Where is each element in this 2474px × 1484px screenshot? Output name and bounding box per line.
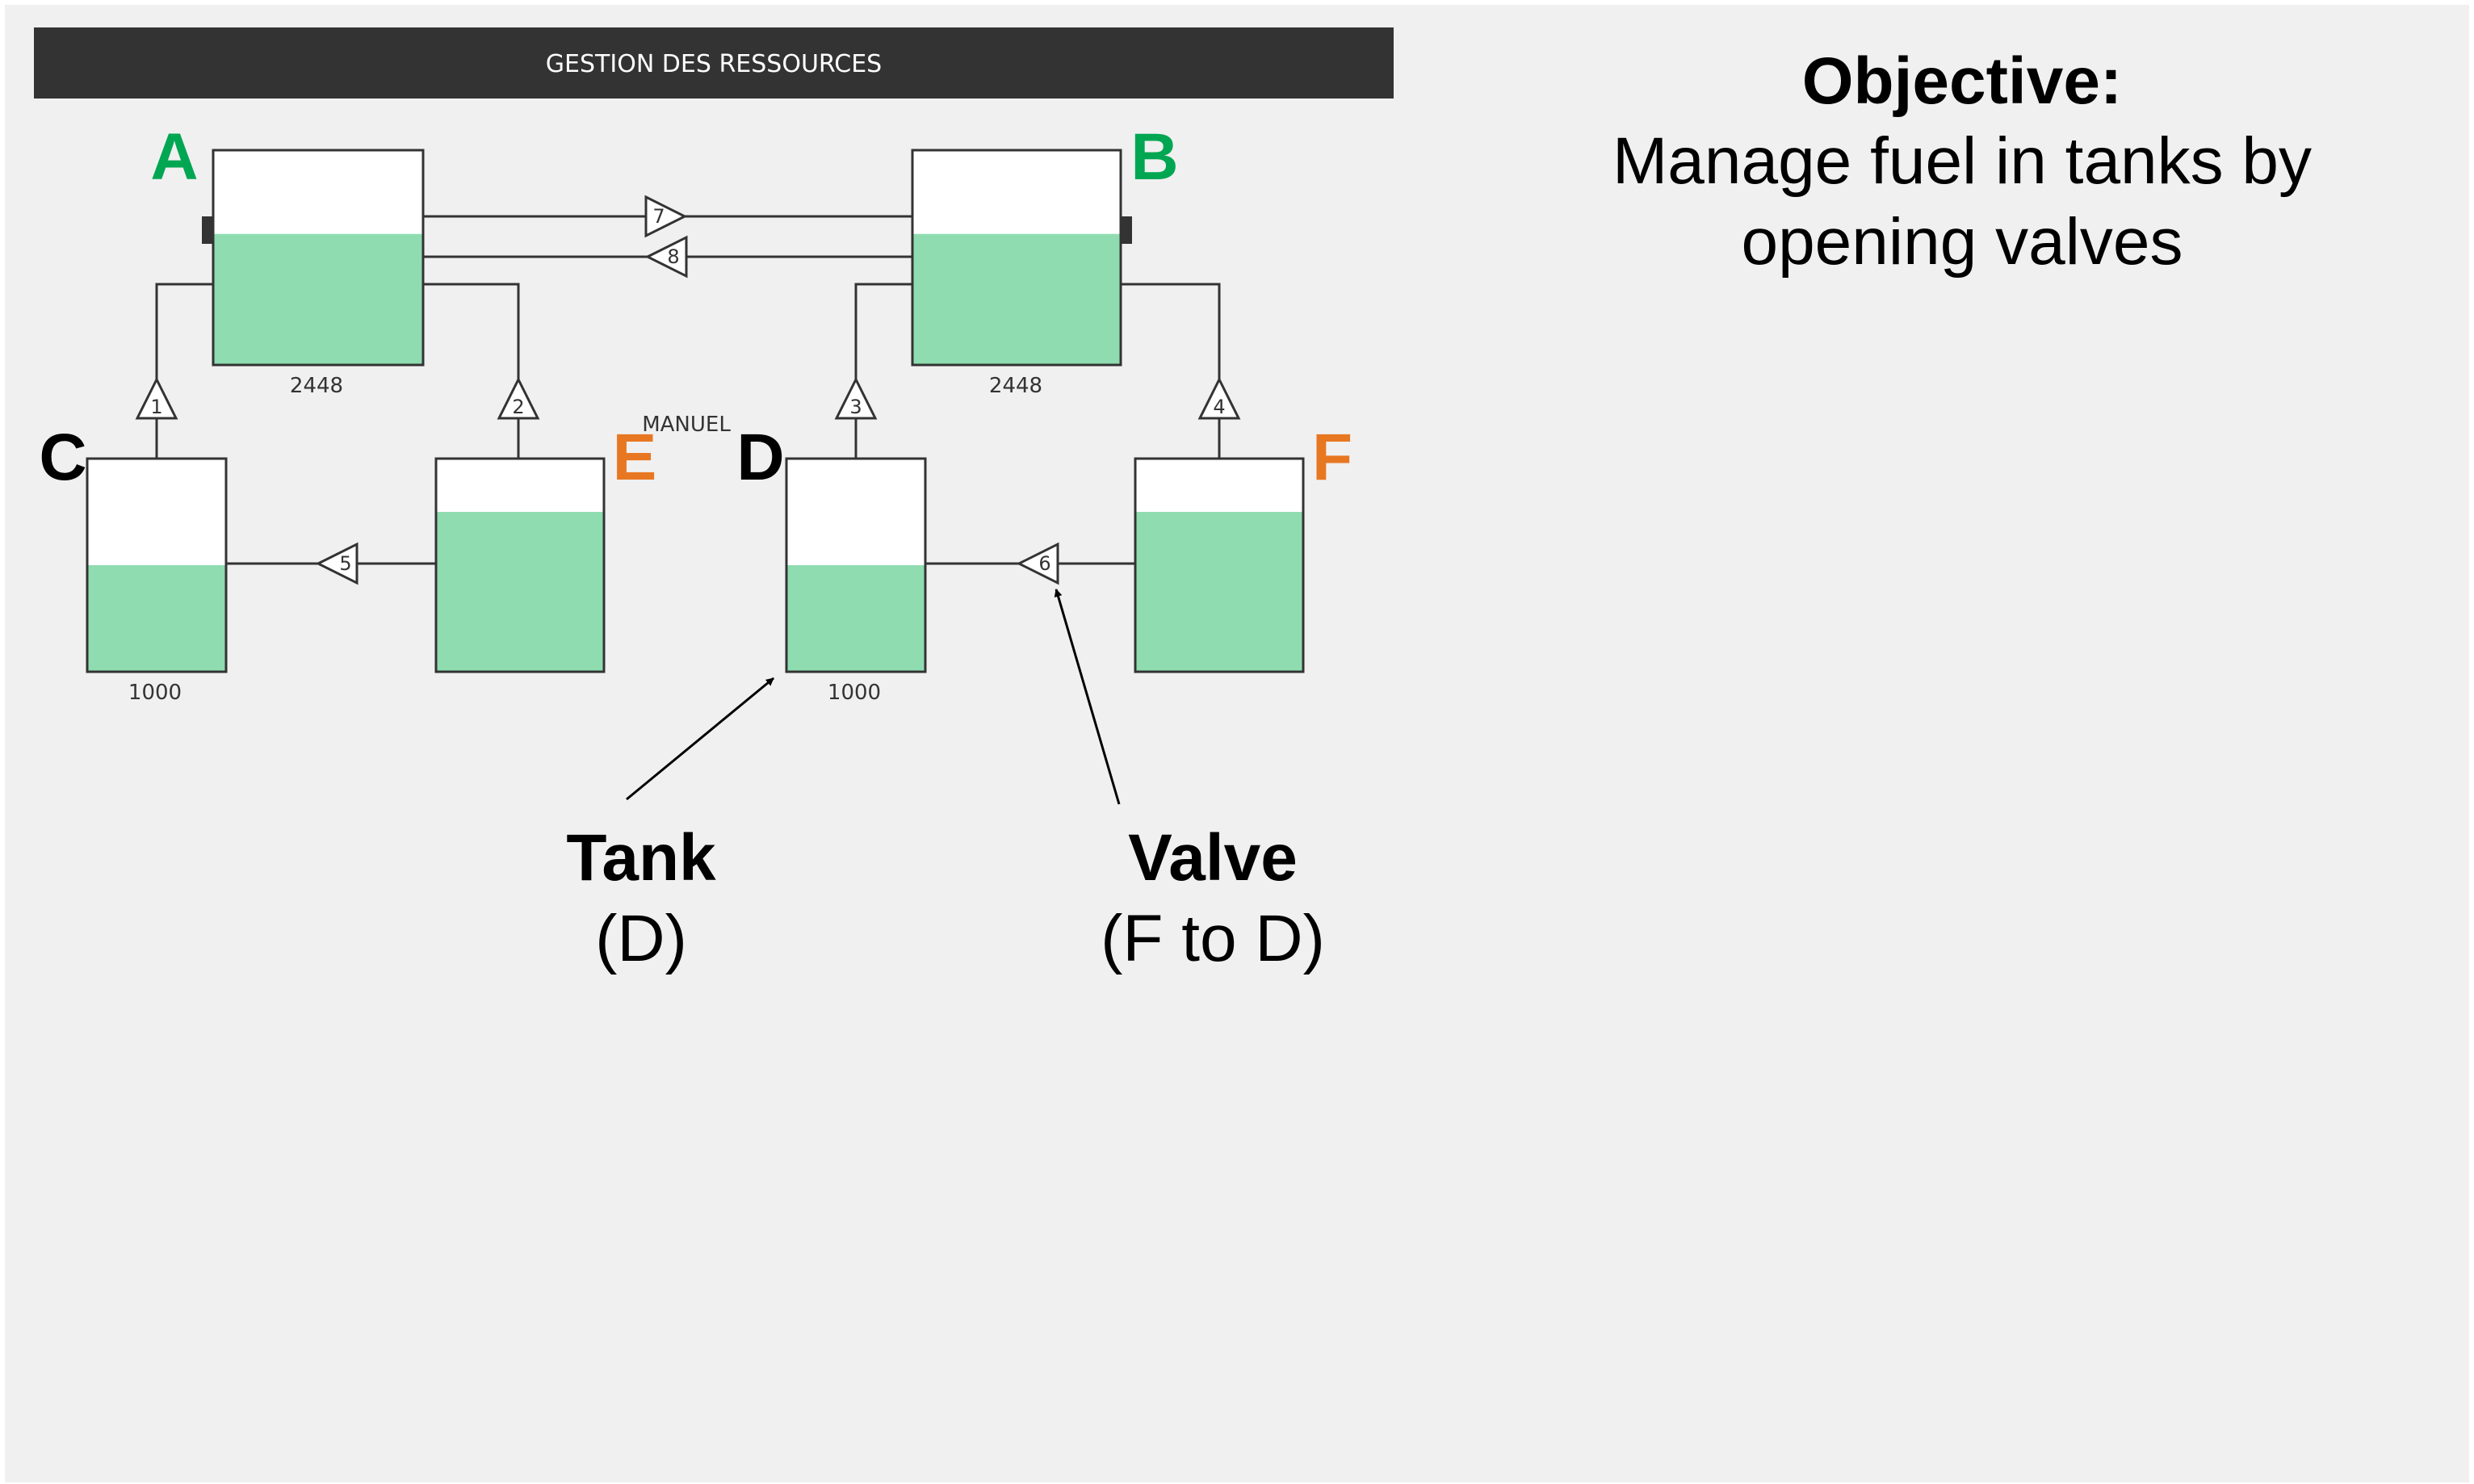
header-bar [34, 27, 1394, 99]
valve-6-triangle [1016, 542, 1059, 585]
tank-a[interactable] [212, 149, 425, 367]
tank-a-letter: A [150, 120, 198, 194]
tank-annotation-title: Tank [566, 821, 716, 895]
valve-1-triangle [135, 376, 178, 420]
tank-annotation-subtitle: (D) [595, 902, 687, 975]
tank-b-fuel [912, 233, 1121, 365]
valve-2-number: 2 [512, 396, 524, 418]
tank-c-fuel [87, 565, 226, 672]
objective-heading: Objective: [1801, 44, 2123, 118]
valve-7[interactable]: 7 [644, 195, 688, 238]
mode-label: MANUEL [642, 413, 731, 437]
tank-c-capacity: 1000 [128, 681, 182, 705]
valve-5-number: 5 [339, 552, 351, 575]
tank-annotation-arrow [626, 677, 774, 801]
valve-1[interactable]: 1 [135, 376, 178, 420]
tank-c-outline [86, 457, 228, 673]
tank-d[interactable] [785, 457, 927, 673]
tank-a-outline [212, 149, 425, 367]
tank-a-stub [202, 216, 213, 244]
tank-e-fuel [436, 512, 604, 672]
tank-f-letter: F [1312, 421, 1352, 494]
tank-d-outline [785, 457, 927, 673]
valve-4-triangle [1197, 376, 1241, 420]
objective-panel: Objective: Manage fuel in tanks by openi… [1478, 42, 2447, 283]
tank-d-letter: D [736, 421, 784, 494]
valve-3[interactable]: 3 [834, 376, 878, 420]
valve-annotation-subtitle: (F to D) [1101, 902, 1325, 975]
valve-7-number: 7 [652, 205, 665, 228]
valve-4[interactable]: 4 [1197, 376, 1241, 420]
valve-2-triangle [497, 376, 540, 420]
valve-8[interactable]: 8 [644, 235, 688, 279]
valve-6-number: 6 [1038, 552, 1050, 575]
header-title: GESTION DES RESSOURCES [546, 50, 882, 78]
tank-f-outline [1134, 457, 1305, 673]
valve-1-number: 1 [150, 396, 162, 418]
tank-e-outline [434, 457, 606, 673]
tank-b-stub [1121, 216, 1132, 244]
valve-2[interactable]: 2 [497, 376, 540, 420]
valve-3-number: 3 [849, 396, 862, 418]
valve-8-number: 8 [667, 245, 679, 268]
tank-d-fuel [786, 565, 925, 672]
valve-3-triangle [834, 376, 878, 420]
tank-b[interactable] [911, 149, 1122, 367]
valve-5[interactable]: 5 [315, 542, 359, 585]
tank-b-outline [911, 149, 1122, 367]
tank-d-capacity: 1000 [828, 681, 881, 705]
tank-c-letter: C [39, 421, 86, 494]
valve-8-triangle [644, 235, 688, 279]
tank-e[interactable] [434, 457, 606, 673]
tank-b-letter: B [1130, 120, 1178, 194]
tank-f-fuel [1135, 512, 1303, 672]
valve-7-triangle [644, 195, 688, 238]
valve-annotation-title: Valve [1128, 821, 1298, 895]
valve-5-triangle [315, 542, 359, 585]
tank-c[interactable] [86, 457, 228, 673]
objective-line-2: opening valves [1741, 205, 2183, 279]
valve-6[interactable]: 6 [1016, 542, 1059, 585]
tank-b-capacity: 2448 [989, 374, 1042, 398]
valve-annotation-arrow [1054, 589, 1121, 805]
tank-a-fuel [213, 233, 423, 365]
objective-line-1: Manage fuel in tanks by [1612, 124, 2313, 198]
valve-4-number: 4 [1213, 396, 1225, 418]
tank-e-letter: E [613, 421, 657, 494]
tank-a-capacity: 2448 [290, 374, 343, 398]
tank-f[interactable] [1134, 457, 1305, 673]
